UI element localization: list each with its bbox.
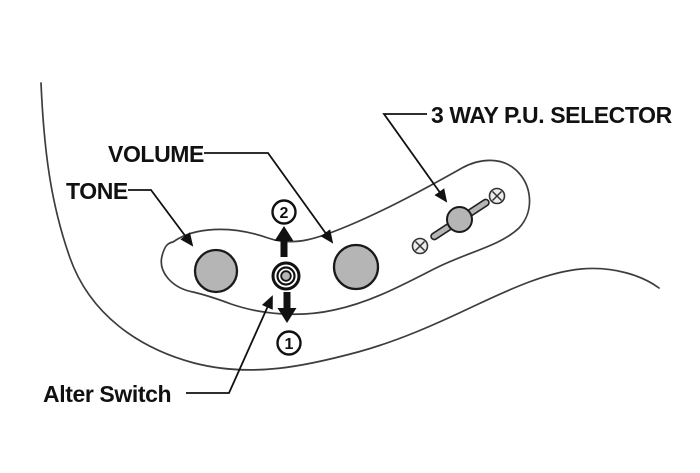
alter-switch-leader-line	[186, 295, 273, 394]
position-marker-2: 2	[271, 199, 297, 225]
tone-label: TONE	[66, 178, 128, 204]
tone-leader-line	[128, 189, 194, 247]
arrow-up-icon	[274, 226, 294, 257]
selector-lever-knob	[446, 206, 473, 233]
pickup-selector-switch	[430, 198, 490, 241]
selector-leader-line	[382, 113, 448, 203]
alter-switch-label: Alter Switch	[43, 381, 171, 407]
selector-label: 3 WAY P.U. SELECTOR	[431, 102, 673, 128]
tone-knob	[193, 248, 239, 294]
volume-label: VOLUME	[108, 141, 204, 167]
position-marker-1: 1	[276, 330, 302, 356]
alter-switch-knob	[271, 261, 301, 291]
volume-knob	[332, 243, 380, 291]
arrow-down-icon	[277, 292, 297, 323]
volume-leader-line	[204, 152, 334, 244]
screw-icon	[411, 237, 429, 255]
position-marker-2-number: 2	[280, 205, 289, 222]
screw-icon	[488, 187, 506, 205]
guitar-body-outline	[40, 82, 660, 371]
position-marker-1-number: 1	[285, 336, 294, 353]
